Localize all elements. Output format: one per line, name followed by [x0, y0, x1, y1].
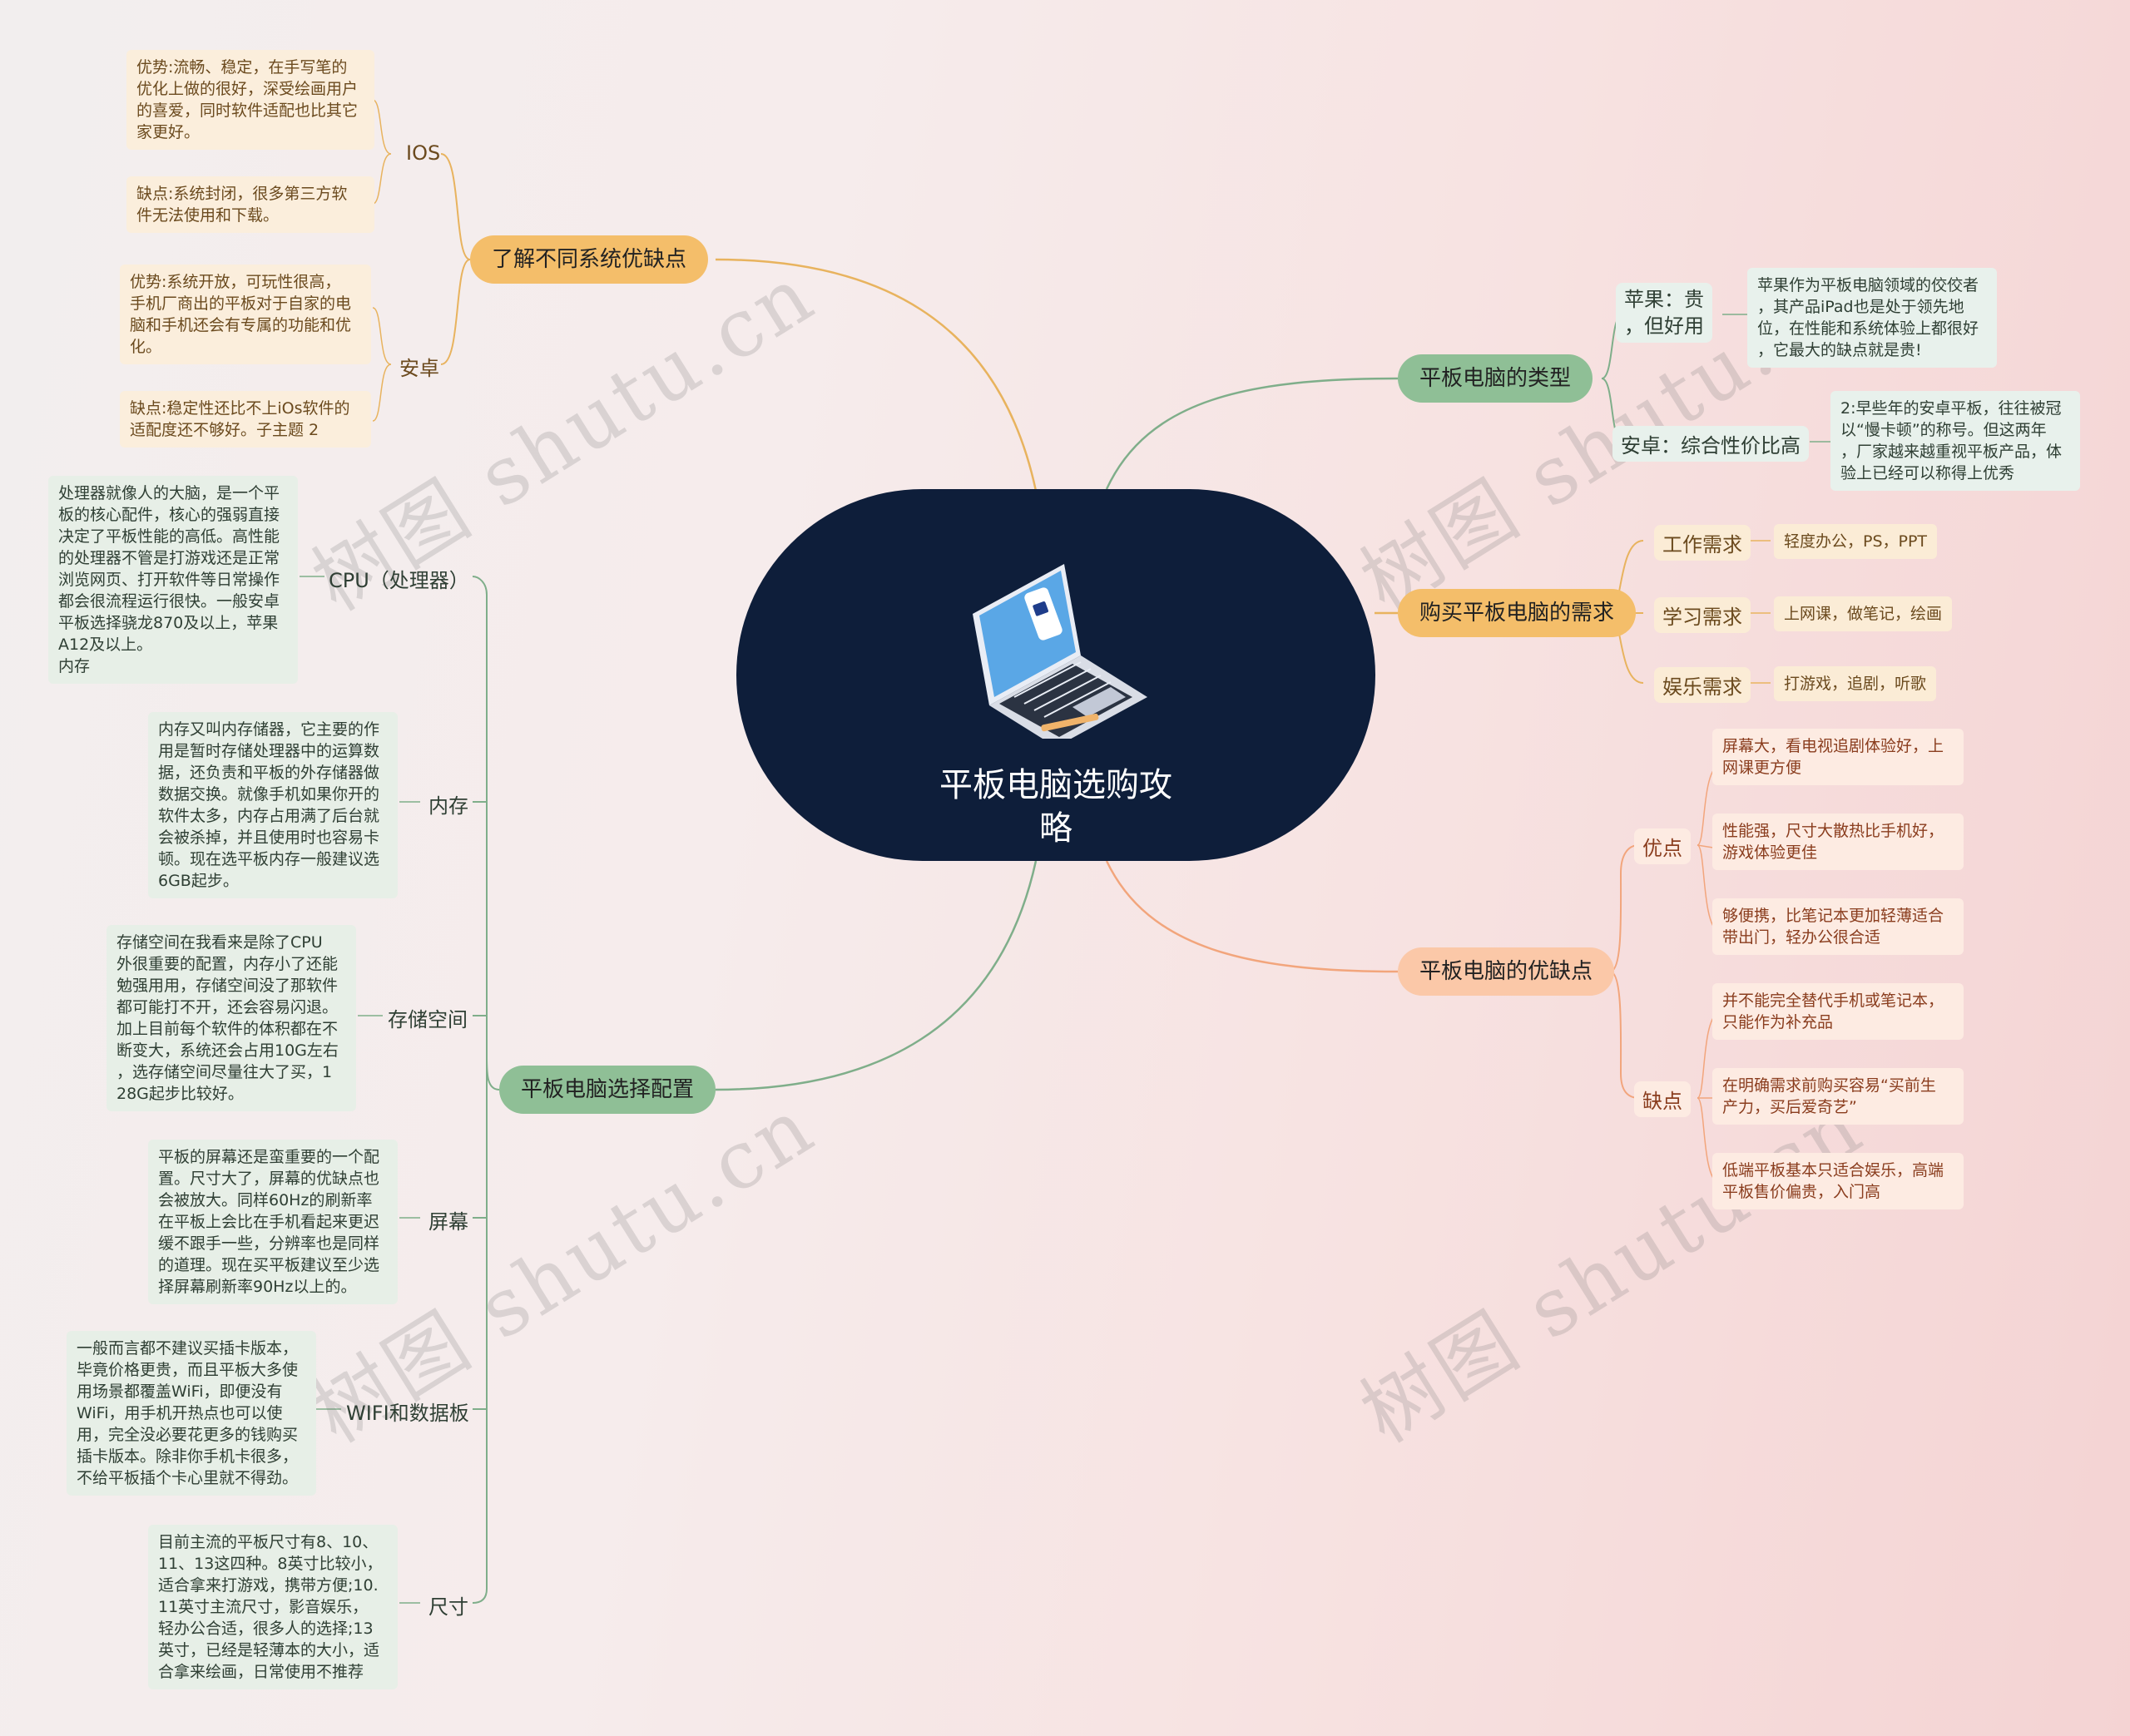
leaf-study: 上网课，做笔记，绘画	[1774, 596, 1953, 631]
subtopic-work[interactable]: 工作需求	[1654, 525, 1751, 561]
subtopic-pros[interactable]: 优点	[1634, 828, 1691, 864]
subtopic-cons[interactable]: 缺点	[1634, 1081, 1691, 1117]
leaf-memory: 内存又叫内存储器，它主要的作 用是暂时存储处理器中的运算数 据，还负责和平板的外…	[148, 712, 398, 898]
subtopic-study[interactable]: 学习需求	[1654, 597, 1751, 633]
leaf-screen: 平板的屏幕还是蛮重要的一个配 置。尺寸大了，屏幕的优缺点也 会被放大。同样60H…	[148, 1140, 398, 1304]
leaf-cpu: 处理器就像人的大脑，是一个平 板的核心配件，核心的强弱直接 决定了平板性能的高低…	[48, 476, 298, 684]
leaf-android-pro: 优势:系统开放，可玩性很高， 手机厂商出的平板对于自家的电 脑和手机还会有专属的…	[120, 265, 371, 364]
subtopic-size[interactable]: 尺寸	[428, 1595, 468, 1619]
connector-types	[1105, 377, 1399, 490]
leaf-apple: 苹果作为平板电脑领域的佼佼者 ，其产品iPad也是处于领先地 位，在性能和系统体…	[1747, 268, 1997, 368]
leaf-android-con: 缺点:稳定性还比不上iOs软件的 适配度还不够好。子主题 2	[120, 391, 371, 448]
topic-systems[interactable]: 了解不同系统优缺点	[470, 235, 709, 284]
subtopic-screen[interactable]: 屏幕	[428, 1210, 468, 1234]
leaf-pro-1: 屏幕大，看电视追剧体验好，上 网课更方便	[1712, 729, 1964, 785]
subtopic-storage[interactable]: 存储空间	[388, 1008, 468, 1031]
leaf-con-3: 低端平板基本只适合娱乐，高端 平板售价偏贵，入门高	[1712, 1153, 1964, 1209]
leaf-wifi: 一般而言都不建议买插卡版本， 毕竟价格更贵，而且平板大多使 用场景都覆盖WiFi…	[67, 1331, 316, 1496]
topic-config[interactable]: 平板电脑选择配置	[499, 1066, 716, 1114]
central-topic-title: 平板电脑选购攻 略	[939, 766, 1172, 848]
leaf-pro-3: 够便携，比笔记本更加轻薄适合 带出门，轻办公很合适	[1712, 898, 1964, 955]
subtopic-ios[interactable]: IOS	[406, 141, 441, 165]
subtopic-android-type[interactable]: 安卓：综合性价比高	[1612, 426, 1809, 462]
leaf-work: 轻度办公，PS，PPT	[1774, 524, 1938, 559]
leaf-con-2: 在明确需求前购买容易“买前生 产力，买后爱奇艺”	[1712, 1068, 1964, 1125]
leaf-con-1: 并不能完全替代手机或笔记本， 只能作为补充品	[1712, 983, 1964, 1040]
topic-types[interactable]: 平板电脑的类型	[1398, 354, 1593, 403]
leaf-size: 目前主流的平板尺寸有8、10、 11、13这四种。8英寸比较小， 适合拿来打游戏…	[148, 1525, 398, 1689]
topic-proscons[interactable]: 平板电脑的优缺点	[1398, 947, 1615, 996]
central-topic[interactable]: 平板电脑选购攻 略	[736, 489, 1375, 861]
connector-config	[715, 860, 1038, 1091]
subtopic-apple[interactable]: 苹果：贵 ，但好用	[1616, 283, 1712, 343]
subtopic-cpu[interactable]: CPU（处理器）	[329, 569, 469, 592]
leaf-fun: 打游戏，追剧，听歌	[1774, 666, 1937, 701]
leaf-ios-con: 缺点:系统封闭，很多第三方软 件无法使用和下载。	[126, 176, 374, 233]
laptop-icon	[973, 564, 1147, 739]
leaf-ios-pro: 优势:流畅、稳定，在手写笔的 优化上做的很好，深受绘画用户 的喜爱，同时软件适配…	[126, 50, 374, 150]
connector-systems	[715, 258, 1038, 492]
subtopic-android-system[interactable]: 安卓	[399, 357, 439, 380]
subtopic-memory[interactable]: 内存	[428, 794, 468, 818]
leaf-storage: 存储空间在我看来是除了CPU 外很重要的配置，内存小了还能 勉强用用，存储空间没…	[106, 925, 356, 1111]
subtopic-fun[interactable]: 娱乐需求	[1654, 667, 1751, 703]
leaf-pro-2: 性能强，尺寸大散热比手机好， 游戏体验更佳	[1712, 814, 1964, 870]
topic-needs[interactable]: 购买平板电脑的需求	[1398, 589, 1637, 637]
connector-proscons	[1105, 860, 1399, 973]
subtopic-wifi[interactable]: WIFI和数据板	[346, 1402, 469, 1425]
leaf-android-type: 2:早些年的安卓平板，往往被冠 以“慢卡顿”的称号。但这两年 ，厂家越来越重视平…	[1830, 391, 2080, 491]
